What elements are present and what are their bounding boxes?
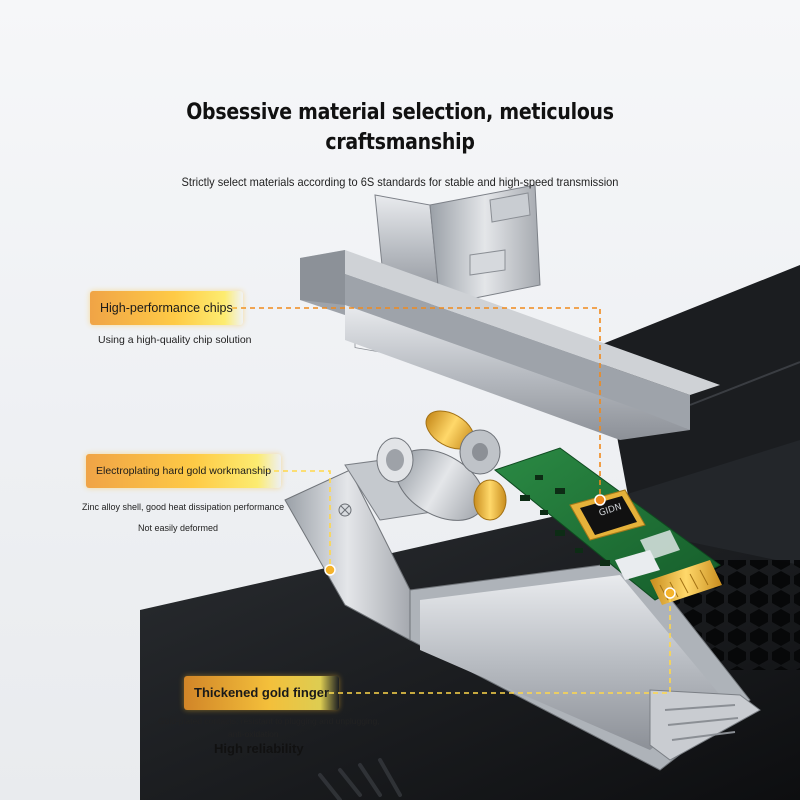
page-title-line-1: Obsessive material selection, meticulous [186, 100, 614, 125]
top-cover [300, 250, 720, 440]
callout-chips-title: High-performance chips [90, 291, 243, 325]
page-title: Obsessive material selection, meticulous… [56, 98, 744, 158]
callout-dot-icon [664, 587, 676, 599]
callout-plating-title: Electroplating hard gold workmanship [86, 454, 282, 488]
page-title-line-2: craftsmanship [325, 130, 475, 155]
callout-dot-icon [324, 564, 336, 576]
callout-plating-desc-1: Zinc alloy shell, good heat dissipation … [82, 502, 285, 512]
page-subtitle: Strictly select materials according to 6… [181, 175, 619, 189]
optical-sub-assembly [376, 410, 507, 521]
callout-dot-icon [594, 494, 606, 506]
callout-finger-desc-2: anti-oxidation [228, 729, 279, 739]
main-chip [580, 496, 637, 535]
callout-plating-desc-2: Not easily deformed [138, 523, 219, 533]
callout-chips-desc: Using a high-quality chip solution [98, 334, 252, 346]
callout-leaders [232, 307, 671, 694]
callout-finger-title: Thickened gold finger [184, 676, 340, 710]
callout-finger-desc-3: High reliability [214, 741, 304, 756]
callout-finger-desc-1: Gold-plated contacts, resistant to plugg… [158, 716, 380, 726]
callout-dots [324, 494, 676, 599]
module-housing [284, 454, 761, 771]
